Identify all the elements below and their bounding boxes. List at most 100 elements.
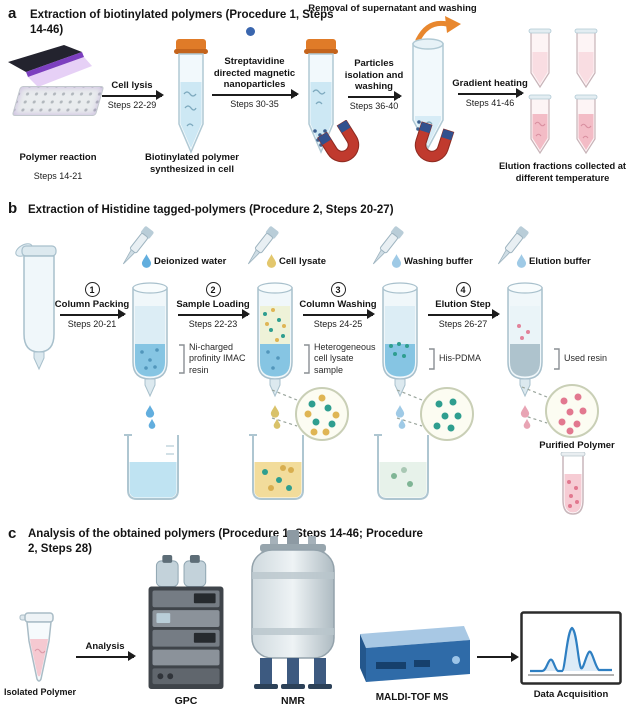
- curved-arrow-icon: [415, 16, 461, 42]
- arrow-icon: [477, 651, 519, 662]
- magnet-icon: [414, 121, 455, 163]
- droplet-icon: [266, 254, 277, 268]
- stage-2-number: 2: [205, 282, 221, 297]
- elution-caption: Elution fractions collected at different…: [498, 161, 627, 184]
- panel-a-title: Extraction of biotinylated polymers (Pro…: [30, 9, 334, 36]
- isolated-polymer-label: Isolated Polymer: [3, 687, 77, 697]
- elution-tube-icon: [528, 94, 552, 155]
- arrow-icon: [102, 90, 164, 101]
- gradient-heating-label: Gradient heating: [452, 78, 528, 89]
- stage-4-steps: Steps 26-27: [438, 318, 488, 329]
- maldi-label: MALDI-TOF MS: [375, 692, 449, 703]
- biotinylated-caption: Biotinylated polymer synthesized in cell: [145, 152, 239, 176]
- droplet-icon: [516, 254, 527, 268]
- stage-3-steps: Steps 24-25: [313, 318, 363, 329]
- polymer-reaction-caption: Polymer reaction Steps 14-21: [0, 152, 116, 181]
- spin-column-used-icon: [507, 282, 543, 398]
- particles-isolation-arrow: Particles isolation and washing Steps 36…: [345, 58, 404, 111]
- magnifier-washed-icon: [396, 387, 474, 441]
- arrow-icon: [458, 88, 524, 99]
- streptavidine-arrow: Streptavidine directed magnetic nanopart…: [212, 56, 299, 109]
- annotation-imac-resin: Ni-charged profinity IMAC resin: [189, 342, 246, 375]
- purified-polymer-label: Purified Polymer: [539, 440, 615, 451]
- spin-column-washing-icon: [382, 282, 418, 398]
- elution-tube-icon: [574, 28, 598, 89]
- stage-1-steps: Steps 20-21: [67, 318, 117, 329]
- streptavidine-steps: Steps 30-35: [230, 98, 279, 109]
- droplet-icon: [148, 418, 156, 429]
- panel-a: a Extraction of biotinylated polymers (P…: [0, 0, 633, 198]
- stage-4-number: 4: [455, 282, 471, 297]
- well-plate-icon: [11, 86, 105, 116]
- droplet-icon: [391, 254, 402, 268]
- droplet-icon: [520, 405, 530, 418]
- maldi-instrument-icon: [360, 626, 470, 682]
- magnifier-lysate-icon: [271, 387, 349, 441]
- arrow-icon: [212, 89, 299, 100]
- arrow-icon: [348, 91, 402, 102]
- pipette-icon: [372, 226, 404, 265]
- bracket-icon: [554, 348, 560, 370]
- bracket-icon: [179, 344, 185, 374]
- stage-2-sample-loading: 2 Sample Loading Steps 22-23: [176, 282, 250, 329]
- droplet-icon: [398, 418, 406, 429]
- cell-lysis-label: Cell lysis: [111, 80, 153, 91]
- uv-lamp-icon: [8, 45, 92, 87]
- elution-tube-icon: [528, 28, 552, 89]
- arrow-icon: [76, 651, 136, 662]
- arrow-icon: [178, 309, 250, 320]
- stage-1-column-packing: 1 Column Packing Steps 20-21: [55, 282, 129, 329]
- chromatogram-chart-icon: [520, 611, 622, 685]
- annotation-his-pdma: His-PDMA: [439, 353, 481, 363]
- particles-isolation-label: Particles isolation and washing: [344, 58, 404, 93]
- spin-column-lysate-icon: [257, 282, 293, 398]
- annotation-used-resin: Used resin: [564, 353, 608, 363]
- data-acquisition-label: Data Acquisition: [533, 689, 609, 700]
- drop-label-washing-buffer: Washing buffer: [404, 256, 473, 267]
- stage-2-steps: Steps 22-23: [188, 318, 238, 329]
- panel-a-letter: a: [8, 5, 17, 22]
- annotation-heterogeneous: Heterogeneous cell lysate sample: [314, 342, 376, 375]
- stage-3-column-washing: 3 Column Washing Steps 24-25: [299, 282, 377, 329]
- beaker-lysate-icon: [249, 434, 304, 500]
- purified-polymer-tube-icon: [560, 452, 586, 515]
- analysis-arrow: Analysis: [76, 641, 136, 662]
- panel-b: b Extraction of Histidine tagged-polymer…: [0, 198, 633, 523]
- spin-column-resin-icon: [132, 282, 168, 398]
- eppendorf-tube-icon: [19, 612, 54, 682]
- stage-3-label: Column Washing: [299, 299, 377, 310]
- arrow-icon: [428, 309, 500, 320]
- streptavidine-label: Streptavidine directed magnetic nanopart…: [213, 56, 296, 91]
- magnifier-eluted-icon: [521, 384, 599, 438]
- stage-1-label: Column Packing: [54, 299, 130, 310]
- gradient-heating-arrow: Gradient heating Steps 41-46: [452, 78, 527, 108]
- beaker-water-icon: [124, 434, 179, 500]
- magnet-icon: [317, 120, 360, 163]
- nmr-instrument-icon: [251, 530, 335, 689]
- gpc-label: GPC: [174, 695, 198, 707]
- particles-isolation-steps: Steps 36-40: [349, 100, 399, 111]
- elution-tube-icon: [574, 94, 598, 155]
- droplet-icon: [145, 405, 155, 418]
- panel-b-title: Extraction of Histidine tagged-polymers …: [28, 204, 394, 216]
- drop-label-cell-lysate: Cell lysate: [279, 256, 326, 267]
- beaker-wash-icon: [374, 434, 429, 500]
- pipette-icon: [497, 226, 529, 265]
- drop-label-deionized-water: Deionized water: [154, 256, 227, 267]
- stage-1-number: 1: [84, 282, 100, 297]
- arrow-icon: [303, 309, 375, 320]
- droplet-icon: [141, 254, 152, 268]
- stage-4-label: Elution Step: [435, 299, 491, 310]
- pipette-icon: [247, 226, 279, 265]
- nanoparticle-icon: [246, 27, 255, 36]
- bracket-icon: [429, 348, 435, 370]
- arrow-icon: [60, 309, 126, 320]
- centrifuge-tube-icon: [174, 39, 208, 154]
- droplet-icon: [523, 418, 531, 429]
- droplet-icon: [270, 405, 280, 418]
- stage-3-number: 3: [330, 282, 346, 297]
- gradient-heating-steps: Steps 41-46: [465, 97, 515, 108]
- panel-c: c Analysis of the obtained polymers (Pro…: [0, 523, 633, 719]
- polymer-reaction-label: Polymer reaction: [19, 152, 97, 163]
